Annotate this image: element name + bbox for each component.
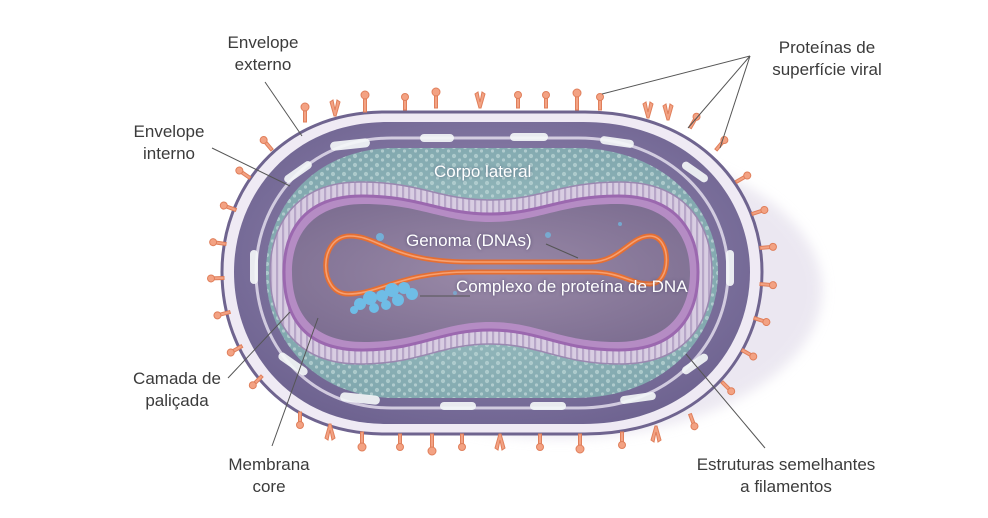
label-envelope-externo: Envelope externo xyxy=(204,32,322,76)
label-envelope-interno-line1: Envelope xyxy=(133,122,205,141)
label-membrana-line1: Membrana xyxy=(228,455,310,474)
leader-proteinas-3 xyxy=(719,55,751,149)
label-proteinas-superficie: Proteínas de superfície viral xyxy=(752,37,902,81)
label-membrana-core: Membrana core xyxy=(224,454,314,498)
label-proteinas-line2: superfície viral xyxy=(772,60,882,79)
label-camada-line2: paliçada xyxy=(145,391,209,410)
leader-lines xyxy=(211,55,766,449)
leader-genoma xyxy=(545,243,579,259)
dna-protein-complex xyxy=(350,222,622,314)
leader-membrana xyxy=(271,317,319,447)
label-estruturas-line2: a filamentos xyxy=(740,477,832,496)
leader-envelope-interno xyxy=(211,147,291,187)
label-complexo-line1: Complexo de xyxy=(456,277,557,296)
label-complexo: Complexo de proteína de DNA xyxy=(456,276,688,298)
label-membrana-line2: core xyxy=(252,477,286,496)
surface-proteins xyxy=(207,87,777,456)
label-envelope-externo-line1: Envelope xyxy=(227,33,299,52)
leader-estruturas xyxy=(685,353,766,449)
label-envelope-interno: Envelope interno xyxy=(110,121,228,165)
label-complexo-line2: proteína de DNA xyxy=(560,277,688,296)
leader-proteinas-1 xyxy=(601,55,751,95)
leader-camada xyxy=(227,311,291,379)
leader-envelope-externo xyxy=(264,81,303,137)
label-camada-palicada: Camada de paliçada xyxy=(118,368,236,412)
inner-envelope xyxy=(254,136,730,410)
label-camada-line1: Camada de xyxy=(133,369,221,388)
genome-dna-highlight xyxy=(325,235,668,295)
label-genoma: Genoma (DNAs) xyxy=(406,231,532,250)
label-estruturas-filamentos: Estruturas semelhantes a filamentos xyxy=(666,454,906,498)
label-envelope-interno-line2: interno xyxy=(143,144,195,163)
label-estruturas-line1: Estruturas semelhantes xyxy=(696,455,876,474)
leader-proteinas-2 xyxy=(687,55,751,129)
label-proteinas-line1: Proteínas de xyxy=(778,38,876,57)
label-corpo-lateral: Corpo lateral xyxy=(434,162,532,181)
label-envelope-externo-line2: externo xyxy=(234,55,292,74)
